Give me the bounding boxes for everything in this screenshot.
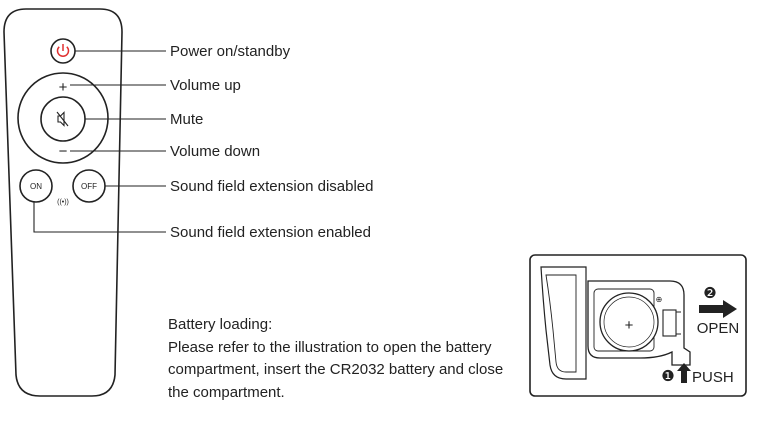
battery-contact: [662, 309, 677, 337]
power-icon: [56, 44, 70, 58]
callout-mute: Mute: [170, 111, 203, 128]
callout-volume-up: Volume up: [170, 77, 241, 94]
step2-label: OPEN: [697, 320, 740, 337]
remote-bottom-outline: [540, 266, 587, 380]
sound-field-icon: ((•)): [57, 199, 69, 206]
step1-label: PUSH: [692, 369, 734, 386]
sound-field-off-button: OFF: [72, 169, 106, 203]
volume-down-symbol: −: [59, 143, 68, 160]
battery-plus-symbol: +: [625, 317, 634, 334]
battery-note-line: Please refer to the illustration to open…: [168, 338, 492, 356]
volume-up-symbol: +: [59, 79, 68, 96]
off-label: OFF: [81, 182, 97, 191]
battery-note-line: compartment, insert the CR2032 battery a…: [168, 361, 504, 378]
battery-illustration: + ⊕ ❷ OPEN ❶ PUSH: [529, 254, 747, 397]
power-button: [50, 38, 76, 64]
battery-note: Battery loading: Please refer to the ill…: [168, 314, 508, 404]
open-arrow-icon: [699, 300, 737, 318]
step2-number: ❷: [703, 285, 716, 302]
push-arrow-icon: [677, 363, 691, 383]
callout-sound-on: Sound field extension enabled: [170, 224, 371, 241]
step1-number: ❶: [661, 368, 674, 385]
coin-battery: [599, 292, 659, 352]
callout-lines: [33, 50, 166, 233]
battery-note-line: the compartment.: [168, 383, 285, 401]
battery-note-title: Battery loading:: [168, 316, 273, 333]
callout-power: Power on/standby: [170, 43, 291, 60]
callout-sound-off: Sound field extension disabled: [170, 178, 373, 195]
callout-volume-down: Volume down: [170, 143, 260, 160]
sound-field-on-button: ON: [19, 169, 53, 203]
on-label: ON: [30, 182, 42, 191]
mute-icon: [56, 111, 69, 127]
terminal-plus-symbol: ⊕: [656, 295, 663, 304]
